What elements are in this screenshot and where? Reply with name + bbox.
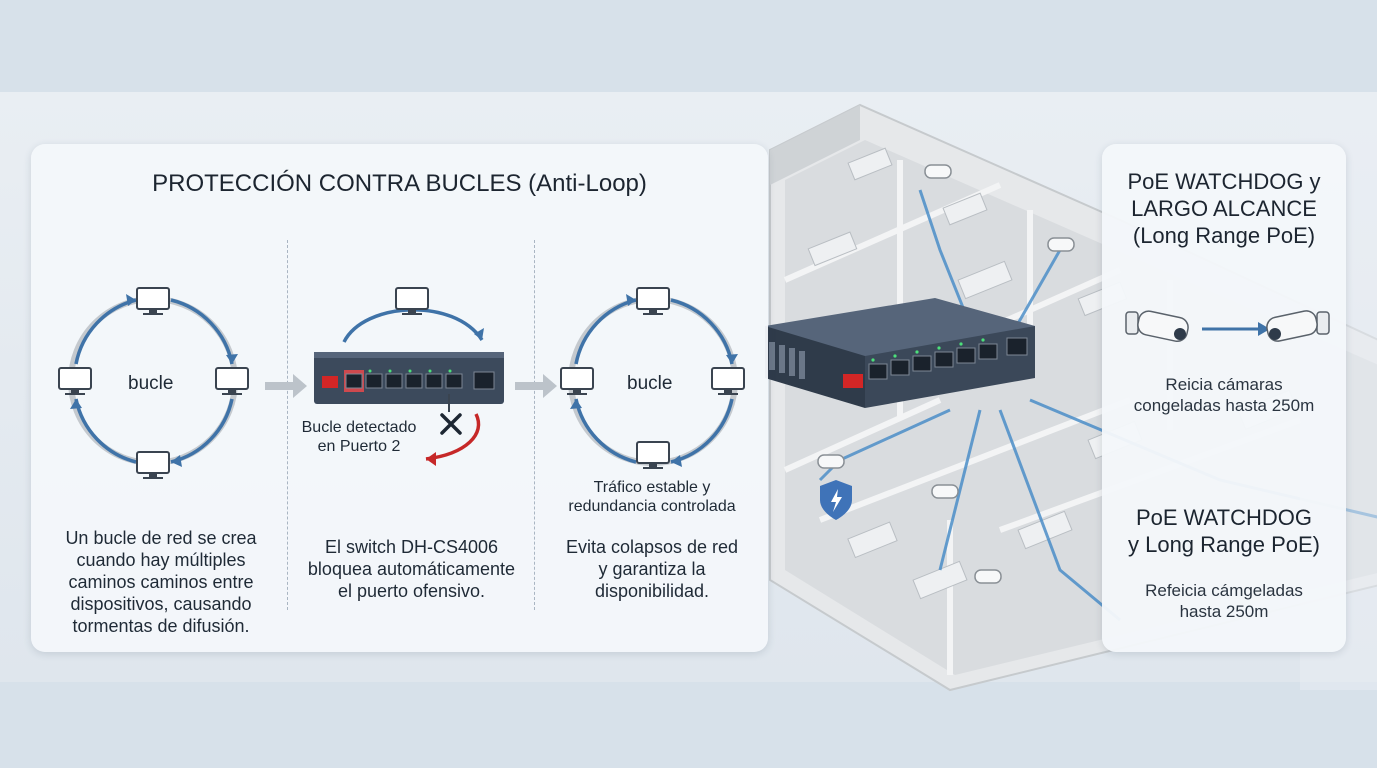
column-divider (534, 240, 535, 610)
anti-loop-title: PROTECCIÓN CONTRA BUCLES (Anti-Loop) (152, 170, 647, 197)
security-camera-icon (1125, 310, 1189, 343)
long-range-title: PoE WATCHDOG y Long Range PoE) (1127, 505, 1321, 557)
loop-explanation: Un bucle de red se crea cuando hay múlti… (65, 528, 257, 636)
benefit-explanation: Evita colapsos de red y garantiza la dis… (565, 537, 739, 601)
blocked-return-arrow (425, 394, 481, 466)
loop-label: bucle (627, 373, 673, 394)
anti-loop-panel: PROTECCIÓN CONTRA BUCLES (Anti-Loop) buc… (31, 144, 768, 652)
monitor-icon (636, 441, 670, 469)
poe-watchdog-title: PoE WATCHDOG y LARGO ALCANCE (Long Range… (1127, 169, 1321, 248)
block-x-icon (440, 413, 462, 435)
monitor-icon (136, 287, 170, 315)
monitor-icon (636, 287, 670, 315)
monitor-icon (215, 367, 249, 395)
loop-detected-label: Bucle detectado en Puerto 2 (301, 419, 417, 455)
camera-restart-diagram (1125, 310, 1330, 343)
monitor-icon (395, 287, 429, 315)
switch-explanation: El switch DH-CS4006 bloquea automáticame… (307, 537, 516, 601)
column-divider (287, 240, 288, 610)
flow-arrow-icon (265, 374, 307, 398)
poe-watchdog-panel: PoE WATCHDOG y LARGO ALCANCE (Long Range… (1102, 144, 1346, 652)
monitor-icon (136, 451, 170, 479)
flow-arrow-icon (515, 374, 557, 398)
monitor-icon (711, 367, 745, 395)
stable-traffic-label: Tráfico estable y redundancia controlada (568, 479, 736, 515)
monitor-icon (560, 367, 594, 395)
security-camera-icon (1266, 310, 1330, 342)
monitor-icon (58, 367, 92, 395)
long-range-description: Refeicia cámgeladas hasta 250m (1145, 581, 1303, 621)
network-switch-icon (314, 352, 504, 404)
watchdog-description: Reicia cámaras congeladas hasta 250m (1133, 375, 1315, 415)
loop-label: bucle (128, 373, 174, 394)
